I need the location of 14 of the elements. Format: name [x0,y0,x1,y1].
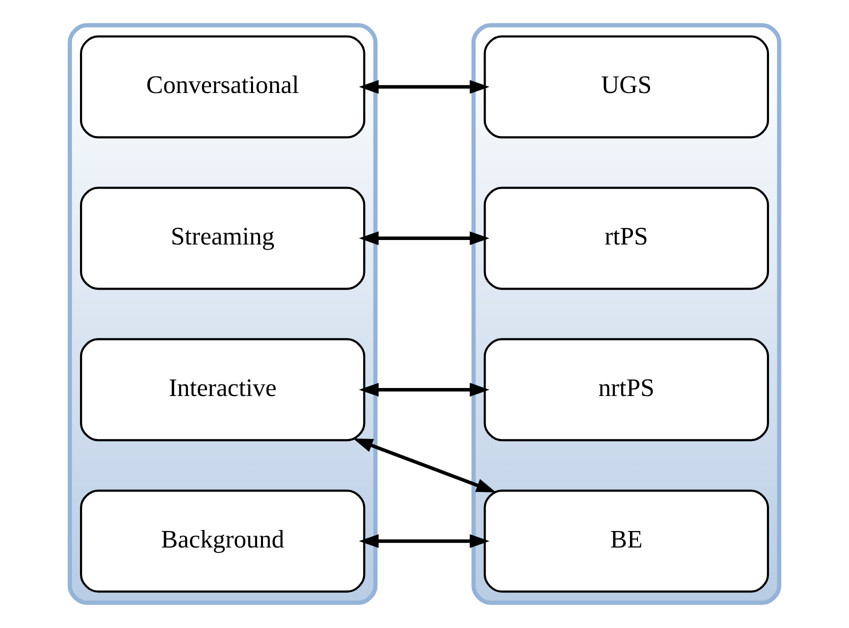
node-box: nrtPS [484,338,770,442]
node-box: BE [484,490,770,593]
arrow [358,382,490,397]
node-box: rtPS [484,186,770,290]
node-box: Streaming [80,186,366,290]
arrow [358,80,490,94]
arrow [358,231,490,246]
arrow [353,438,496,492]
arrow [358,534,490,548]
node-box: UGS [484,35,770,138]
node-box: Background [80,490,366,593]
node-box: Interactive [80,338,366,442]
cluster [471,23,782,605]
node-box: Conversational [80,35,366,138]
